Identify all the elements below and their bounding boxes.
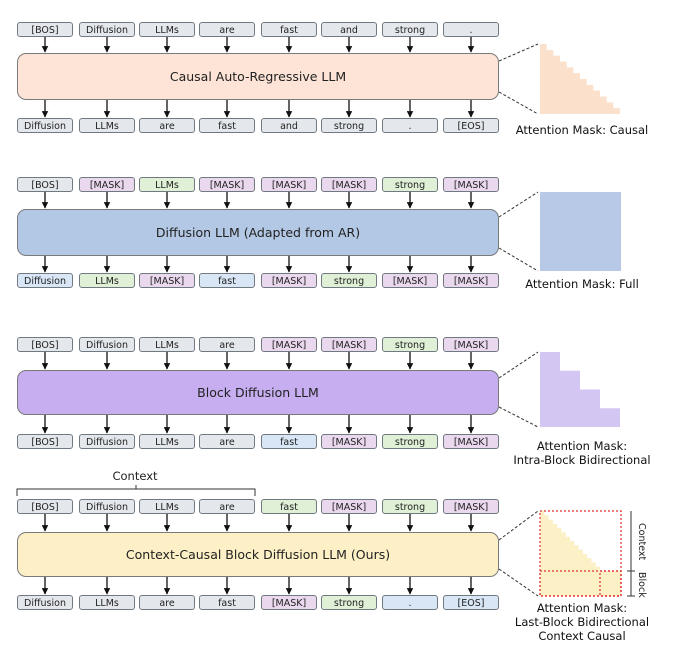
input-token: LLMs [139, 499, 195, 514]
zoom-dashed-line [498, 247, 539, 272]
output-token: and [261, 118, 317, 133]
output-token: fast [261, 434, 317, 449]
input-token: strong [382, 177, 438, 192]
output-token: are [199, 434, 255, 449]
input-token: . [443, 22, 499, 37]
output-token: fast [199, 118, 255, 133]
model-bar: Causal Auto-Regressive LLM [17, 53, 499, 100]
output-token: strong [321, 595, 377, 610]
input-token: fast [261, 22, 317, 37]
output-token: Diffusion [17, 273, 73, 288]
context-brace [16, 488, 256, 496]
input-token: [BOS] [17, 22, 73, 37]
input-token: [MASK] [79, 177, 135, 192]
input-token: [MASK] [321, 337, 377, 352]
output-token: [MASK] [443, 434, 499, 449]
output-token: [MASK] [321, 434, 377, 449]
output-token: . [382, 118, 438, 133]
input-token: are [199, 22, 255, 37]
zoom-dashed-line [498, 43, 539, 62]
input-token: Diffusion [79, 337, 135, 352]
output-token: strong [321, 118, 377, 133]
output-token: [MASK] [261, 273, 317, 288]
attention-mask-last-block [540, 571, 621, 596]
output-token: LLMs [79, 595, 135, 610]
input-token: LLMs [139, 177, 195, 192]
input-token: [BOS] [17, 337, 73, 352]
model-bar: Diffusion LLM (Adapted from AR) [17, 209, 499, 256]
input-token: strong [382, 22, 438, 37]
input-token: and [321, 22, 377, 37]
side-label-context: Context [636, 523, 647, 561]
input-token: Diffusion [79, 22, 135, 37]
input-token: strong [382, 499, 438, 514]
mask-caption: Context Causal [538, 629, 626, 643]
input-token: [MASK] [321, 177, 377, 192]
output-token: [MASK] [443, 273, 499, 288]
mask-caption: Attention Mask: [536, 439, 628, 453]
output-token: fast [199, 595, 255, 610]
input-token: [MASK] [443, 337, 499, 352]
context-label: Context [112, 469, 158, 483]
input-token: [MASK] [321, 499, 377, 514]
output-token: Diffusion [79, 434, 135, 449]
input-token: [MASK] [443, 499, 499, 514]
zoom-dashed-line [498, 91, 539, 115]
output-token: Diffusion [17, 595, 73, 610]
input-token: [BOS] [17, 177, 73, 192]
input-token: [MASK] [199, 177, 255, 192]
mask-caption: Last-Block Bidirectional [514, 615, 650, 629]
input-token: [BOS] [17, 499, 73, 514]
input-token: [MASK] [261, 337, 317, 352]
model-bar: Block Diffusion LLM [17, 370, 499, 415]
input-token: LLMs [139, 337, 195, 352]
input-token: fast [261, 499, 317, 514]
output-token: are [139, 595, 195, 610]
attention-mask-causal [540, 44, 620, 114]
input-token: [MASK] [261, 177, 317, 192]
output-token: [MASK] [382, 273, 438, 288]
mask-caption: Attention Mask: [536, 601, 628, 615]
output-token: . [382, 595, 438, 610]
mask-caption: Attention Mask: Causal [515, 123, 649, 137]
output-token: [EOS] [443, 595, 499, 610]
output-token: [MASK] [261, 595, 317, 610]
input-token: are [199, 499, 255, 514]
input-token: [MASK] [443, 177, 499, 192]
mask-diag-block-red [599, 570, 622, 597]
side-label-block: Block [636, 572, 647, 598]
output-token: [BOS] [17, 434, 73, 449]
input-token: are [199, 337, 255, 352]
output-token: [MASK] [139, 273, 195, 288]
output-token: strong [382, 434, 438, 449]
attention-mask-block [540, 352, 620, 427]
output-token: are [139, 118, 195, 133]
output-token: LLMs [79, 118, 135, 133]
attention-mask-full [540, 192, 621, 271]
output-token: fast [199, 273, 255, 288]
output-token: Diffusion [17, 118, 73, 133]
attention-mask-context-causal [540, 511, 600, 571]
input-token: Diffusion [79, 499, 135, 514]
zoom-dashed-line [498, 406, 539, 428]
zoom-dashed-line [498, 351, 539, 379]
mask-outline-red [539, 510, 622, 597]
input-token: LLMs [139, 22, 195, 37]
output-token: strong [321, 273, 377, 288]
mask-caption: Attention Mask: Full [525, 277, 639, 291]
output-token: LLMs [79, 273, 135, 288]
output-token: LLMs [139, 434, 195, 449]
zoom-dashed-line [498, 568, 539, 597]
mask-caption: Intra-Block Bidirectional [513, 453, 651, 467]
model-bar: Context-Causal Block Diffusion LLM (Ours… [17, 532, 499, 577]
zoom-dashed-line [498, 510, 539, 541]
output-token: [EOS] [443, 118, 499, 133]
zoom-dashed-line [498, 191, 539, 218]
input-token: strong [382, 337, 438, 352]
